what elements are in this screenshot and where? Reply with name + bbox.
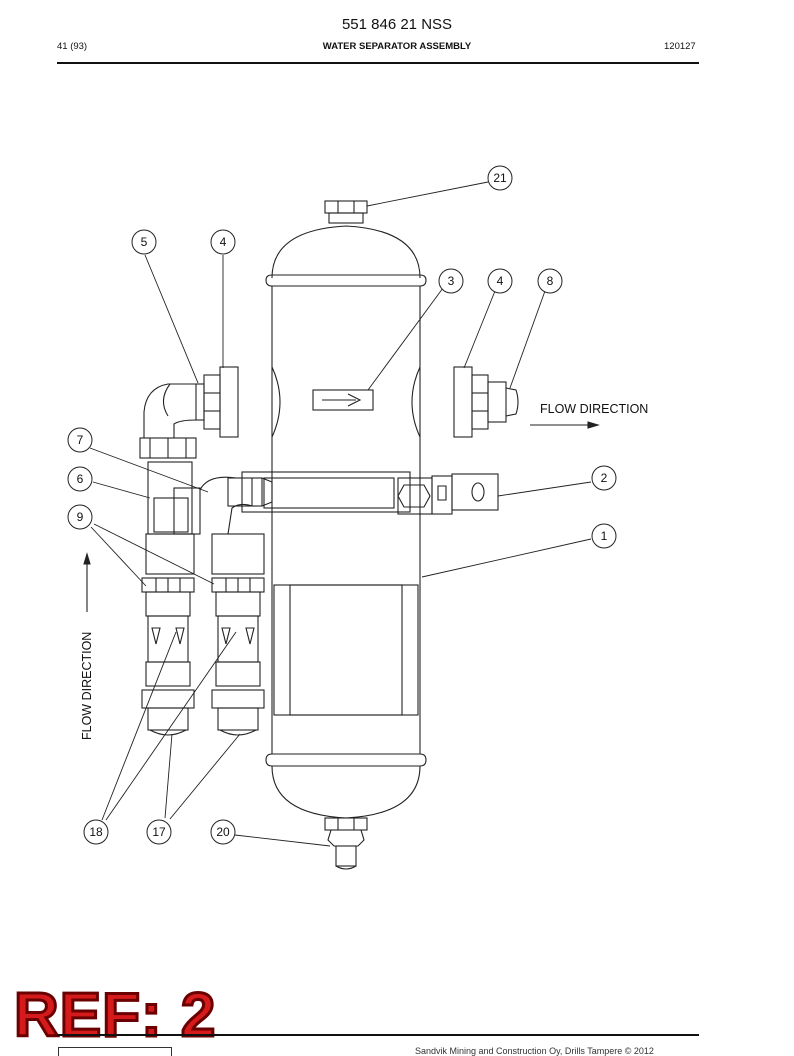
company-logo xyxy=(58,1047,172,1056)
callout-21: 21 xyxy=(493,171,507,185)
flow-arrow-up xyxy=(83,552,91,612)
callout-17: 17 xyxy=(152,825,166,839)
footer-copyright: Sandvik Mining and Construction Oy, Dril… xyxy=(415,1046,654,1056)
callout-circles xyxy=(67,165,617,845)
callout-6: 6 xyxy=(77,472,84,486)
flow-direction-label-left: FLOW DIRECTION xyxy=(80,632,94,740)
callout-8: 8 xyxy=(547,274,554,288)
flow-arrow-right xyxy=(530,421,600,429)
callout-20: 20 xyxy=(216,825,230,839)
revision-date: 120127 xyxy=(664,41,696,52)
page-title: WATER SEPARATOR ASSEMBLY xyxy=(322,41,472,52)
tee-and-elbow xyxy=(145,461,273,575)
mounting-clamp xyxy=(241,471,499,515)
callout-2: 2 xyxy=(601,471,608,485)
callout-1: 1 xyxy=(601,529,608,543)
footer-rule xyxy=(57,1034,699,1036)
separator-vessel xyxy=(265,200,427,870)
leader-lines xyxy=(89,181,592,847)
right-valve-stack xyxy=(211,577,265,736)
document-number: 551 846 21 NSS xyxy=(341,16,453,33)
flow-direction-label-right: FLOW DIRECTION xyxy=(540,402,648,416)
callout-7: 7 xyxy=(77,433,84,447)
callout-5: 5 xyxy=(141,235,148,249)
callout-labels: 21 5 4 3 4 8 7 6 2 9 1 18 17 20 xyxy=(77,171,608,839)
header-rule xyxy=(57,62,699,64)
callout-18: 18 xyxy=(89,825,103,839)
callout-4-right: 4 xyxy=(497,274,504,288)
callout-4-left: 4 xyxy=(220,235,227,249)
ref-stamp: REF: 2 xyxy=(12,981,217,1050)
outlet-fitting xyxy=(453,366,519,438)
inlet-fitting xyxy=(139,366,239,459)
page-number: 41 (93) xyxy=(57,41,88,52)
callout-3: 3 xyxy=(448,274,455,288)
left-valve-stack xyxy=(141,577,195,736)
callout-9: 9 xyxy=(77,510,84,524)
